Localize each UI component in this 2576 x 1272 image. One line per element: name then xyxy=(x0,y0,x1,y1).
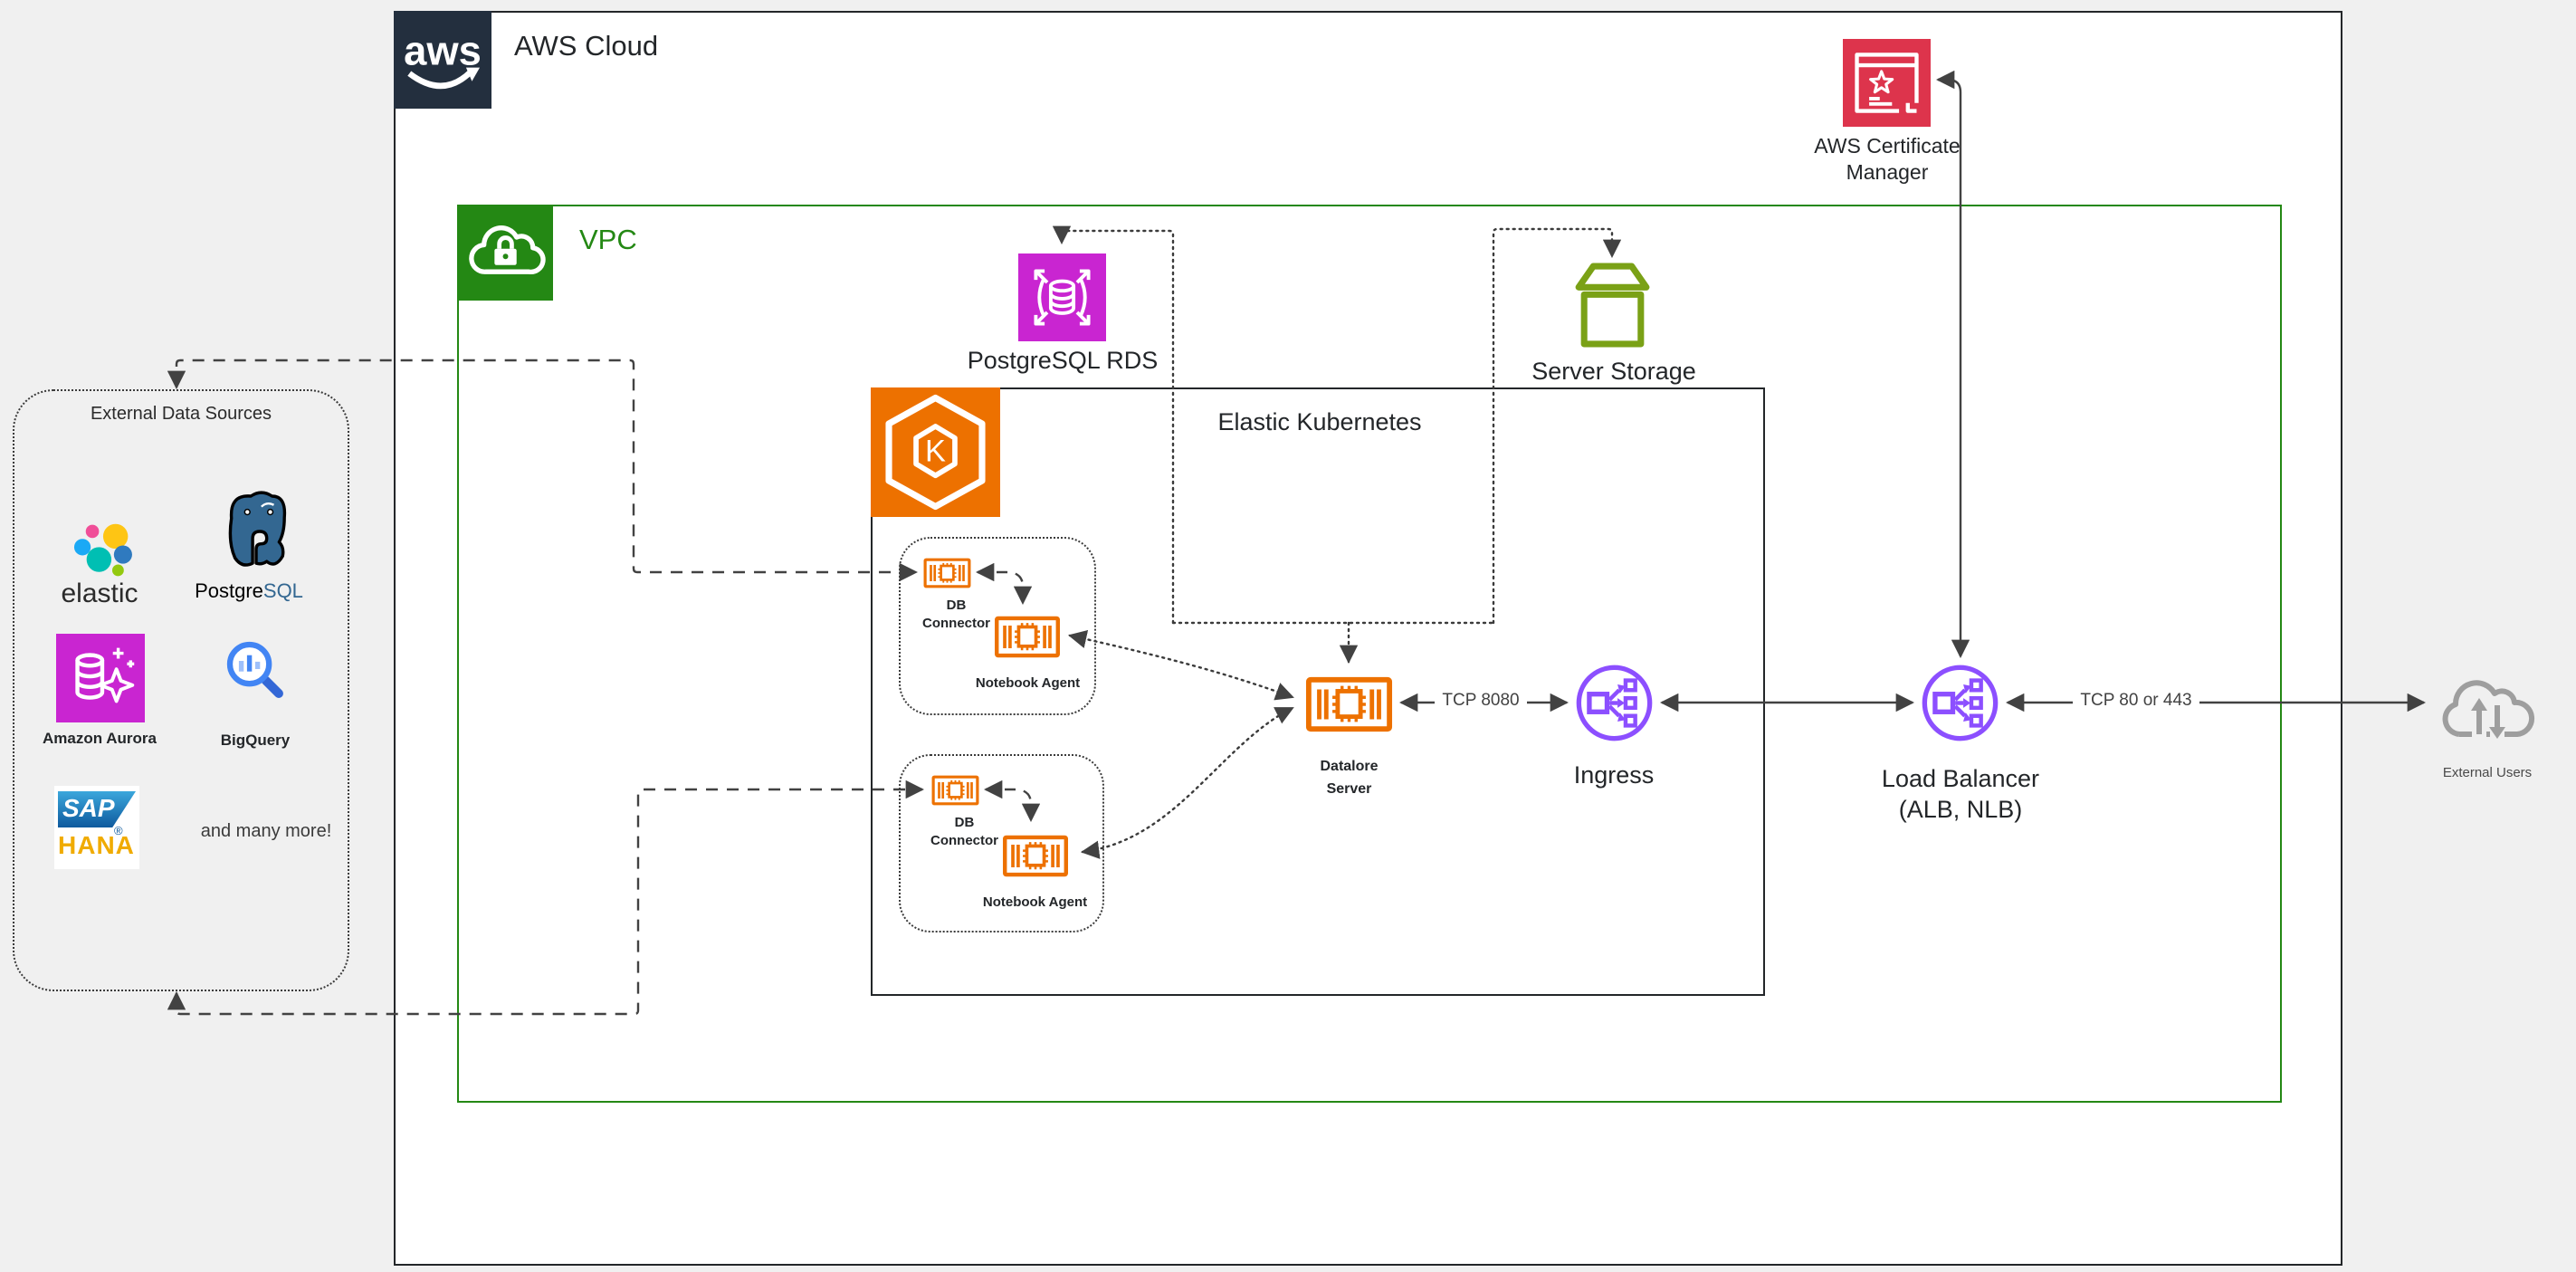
server-storage-icon xyxy=(1570,260,1655,349)
datalore-server-label-line1: Datalore xyxy=(1320,759,1379,774)
certificate-manager-icon xyxy=(1843,39,1931,127)
vpc-box xyxy=(457,205,2282,1103)
db-connector-2-line2: Connector xyxy=(930,833,998,848)
notebook-agent-1-icon xyxy=(994,616,1061,658)
postgresql-rds-label: PostgreSQL RDS xyxy=(967,347,1159,374)
external-users-label: External Users xyxy=(2442,765,2533,780)
certificate-manager-label-line1: AWS Certificate xyxy=(1814,134,1961,158)
db-connector-1-icon xyxy=(923,558,971,588)
tcp-80-443-text: TCP 80 or 443 xyxy=(2073,691,2199,712)
db-connector-1-line1: DB xyxy=(946,598,967,613)
vpc-icon xyxy=(457,205,553,301)
aws-cloud-title: AWS Cloud xyxy=(514,30,659,62)
postgresql-logo-icon xyxy=(221,487,291,576)
server-storage-label: Server Storage xyxy=(1531,358,1696,385)
ingress-label: Ingress xyxy=(1573,761,1655,789)
edge-datalore-storage xyxy=(1492,227,1622,625)
bigquery-logo-icon xyxy=(222,636,287,702)
external-data-sources-title: External Data Sources xyxy=(90,404,272,424)
edge-dbconnector1-agent1 xyxy=(975,562,1033,606)
amazon-aurora-icon xyxy=(56,634,145,722)
edge-label-tcp-8080: TCP 8080 xyxy=(1426,691,1535,712)
edge-label-tcp-80-443: TCP 80 or 443 xyxy=(2064,691,2209,712)
datalore-server-icon xyxy=(1305,674,1393,734)
postgresql-logo-text: PostgreSQL xyxy=(181,579,317,603)
certificate-manager-label-line2: Manager xyxy=(1846,160,1929,184)
sap-logo-shape: SAP xyxy=(58,791,136,827)
registered-mark: ® xyxy=(114,824,123,837)
external-users-icon xyxy=(2432,667,2543,741)
datalore-server-label-line2: Server xyxy=(1326,781,1372,797)
certificate-manager-label: AWS Certificate Manager xyxy=(1751,133,2023,186)
db-connector-1-label: DB Connector xyxy=(891,597,1022,633)
elastic-logo-icon xyxy=(71,521,154,579)
db-connector-2-line1: DB xyxy=(954,815,975,830)
edge-agent1-datalore xyxy=(1068,630,1294,701)
tcp-8080-text: TCP 8080 xyxy=(1435,691,1527,712)
edge-externalsources-dbconnector2 xyxy=(167,779,925,1016)
sap-hana-logo-icon: SAP ® HANA xyxy=(54,786,139,869)
postgresql-text-blue: SQL xyxy=(262,579,303,602)
edge-dbconnector2-agent2 xyxy=(983,779,1041,823)
datalore-server-label: Datalore Server xyxy=(1283,755,1415,800)
db-connector-1-line2: Connector xyxy=(922,616,990,631)
eks-icon: K xyxy=(871,387,1000,517)
edge-agent2-datalore xyxy=(1080,706,1294,859)
hana-text: HANA xyxy=(58,831,135,859)
edge-datalore-rds xyxy=(1052,225,1175,625)
load-balancer-line1: Load Balancer xyxy=(1881,765,2040,792)
load-balancer-label: Load Balancer (ALB, NLB) xyxy=(1825,763,2096,825)
ingress-icon xyxy=(1574,663,1655,743)
sap-text: SAP xyxy=(62,794,115,822)
amazon-aurora-label: Amazon Aurora xyxy=(43,730,157,747)
elastic-logo-text: elastic xyxy=(61,579,138,608)
db-connector-2-label: DB Connector xyxy=(899,814,1030,850)
and-many-more-text: and many more! xyxy=(200,821,332,841)
load-balancer-icon xyxy=(1920,663,2000,743)
eks-title: Elastic Kubernetes xyxy=(1217,408,1422,435)
edge-externalsources-dbconnector1 xyxy=(167,359,919,582)
aws-logo-text: aws xyxy=(404,27,482,73)
db-connector-2-icon xyxy=(931,775,979,806)
edge-certificate-loadbalancer xyxy=(1935,70,1970,659)
notebook-agent-2-icon xyxy=(1002,835,1069,877)
load-balancer-line2: (ALB, NLB) xyxy=(1898,796,2023,823)
eks-letter: K xyxy=(925,435,946,469)
postgresql-rds-icon xyxy=(1018,253,1106,341)
vpc-title: VPC xyxy=(579,224,637,255)
aws-logo-icon: aws xyxy=(394,11,491,109)
bigquery-label: BigQuery xyxy=(220,732,291,749)
notebook-agent-2-label: Notebook Agent xyxy=(982,894,1088,910)
notebook-agent-1-label: Notebook Agent xyxy=(975,675,1081,691)
postgresql-text-dark: Postgre xyxy=(195,579,263,602)
